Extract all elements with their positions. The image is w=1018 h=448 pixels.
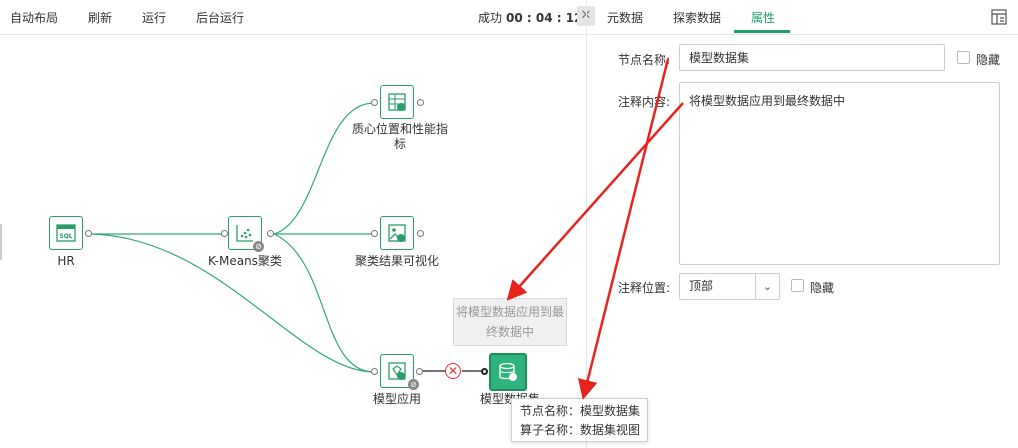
- hide-label: 隐藏: [810, 281, 835, 295]
- layout-toggle-icon[interactable]: [991, 9, 1007, 25]
- cluster-scatter-icon: [236, 225, 253, 242]
- input-port[interactable]: [221, 230, 228, 237]
- refresh-button[interactable]: 刷新: [88, 11, 113, 25]
- input-port[interactable]: [371, 99, 378, 106]
- comment-position-select[interactable]: 顶部 ⌄: [679, 273, 780, 300]
- left-edge-handle: [0, 224, 2, 260]
- svg-text:SQL: SQL: [59, 233, 72, 240]
- chevron-down-icon[interactable]: ⌄: [755, 274, 779, 300]
- node-name-label: 节点名称:: [618, 53, 671, 67]
- active-tab-indicator: [734, 30, 790, 33]
- comment-position-value: 顶部: [689, 279, 714, 293]
- workflow-canvas[interactable]: [0, 35, 586, 448]
- input-port[interactable]: [371, 368, 378, 375]
- output-port[interactable]: [85, 230, 92, 237]
- node-label: 聚类结果可视化: [354, 254, 439, 268]
- hide-node-name-checkbox[interactable]: [957, 51, 970, 64]
- sql-icon: SQL: [56, 224, 76, 242]
- status-label: 成功: [478, 11, 503, 25]
- comment-textarea[interactable]: 将模型数据应用到最终数据中: [679, 82, 1000, 265]
- node-centroid[interactable]: [380, 85, 414, 119]
- output-port[interactable]: [417, 99, 424, 106]
- tab-explore[interactable]: 探索数据: [673, 11, 722, 25]
- image-chart-icon: [388, 224, 406, 242]
- node-label: 质心位置和性能指标: [352, 122, 449, 151]
- auto-layout-button[interactable]: 自动布局: [10, 11, 59, 25]
- diamond-apply-icon: [388, 362, 406, 380]
- hide-comment-checkbox[interactable]: [791, 279, 804, 292]
- comment-label: 注释内容:: [618, 95, 671, 109]
- tab-metadata[interactable]: 元数据: [607, 11, 644, 25]
- node-hr[interactable]: SQL: [49, 216, 83, 250]
- status-badge-icon: ⊘: [408, 379, 419, 390]
- output-port[interactable]: [267, 230, 274, 237]
- edge-kmeans-centroid: [273, 102, 375, 235]
- comment-position-label: 注释位置:: [618, 281, 671, 295]
- input-port[interactable]: [371, 230, 378, 237]
- flow-connections: [91, 102, 482, 373]
- hide-label: 隐藏: [976, 53, 1001, 67]
- node-tooltip: 节点名称：模型数据集 算子名称：数据集视图: [511, 398, 648, 442]
- background-run-button[interactable]: 后台运行: [196, 11, 245, 25]
- node-cluster-vis[interactable]: [380, 216, 414, 250]
- node-name-input[interactable]: [679, 44, 945, 71]
- node-label: K-Means聚类: [208, 254, 282, 268]
- table-chart-icon: [388, 93, 406, 111]
- dataset-icon: [499, 362, 517, 381]
- output-port[interactable]: [416, 368, 423, 375]
- input-port[interactable]: [481, 368, 488, 375]
- run-button[interactable]: 运行: [142, 11, 167, 25]
- tooltip-operator-name: 算子名称：数据集视图: [520, 423, 641, 437]
- node-label: 模型应用: [372, 392, 421, 406]
- status-badge-icon: ⊘: [253, 241, 264, 252]
- edge-hr-model-apply: [91, 233, 375, 373]
- tooltip-node-name: 节点名称：模型数据集: [520, 404, 641, 418]
- output-port[interactable]: [417, 230, 424, 237]
- node-comment-bubble[interactable]: 将模型数据应用到最终数据中: [453, 298, 567, 346]
- connection-error-icon[interactable]: ✕: [445, 363, 461, 379]
- edge-kmeans-apply: [273, 233, 375, 373]
- tab-properties[interactable]: 属性: [751, 11, 776, 25]
- node-model-dataset[interactable]: [489, 353, 527, 391]
- node-label: HR: [57, 254, 75, 268]
- status-time: 00 : 04 : 12: [506, 11, 583, 25]
- panel-splitter[interactable]: [586, 0, 587, 448]
- panel-tabs: 元数据 探索数据 属性: [587, 0, 1018, 35]
